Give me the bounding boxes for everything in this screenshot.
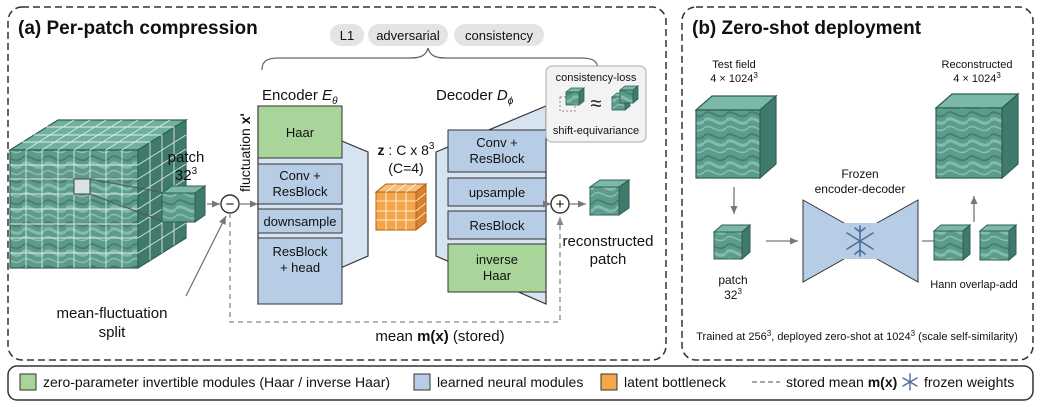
loss-pill-l1 xyxy=(330,24,364,46)
encoder-resblock-head-block xyxy=(257,237,343,305)
deploy-patch-label: patch xyxy=(718,273,747,287)
deploy-patch-cube xyxy=(712,223,752,261)
hann-patch-cube-1 xyxy=(932,223,972,262)
decoder-upsample-text: upsample xyxy=(469,185,525,200)
panel-a-frame xyxy=(7,6,667,361)
frozen-label-2: encoder-decoder xyxy=(815,182,906,196)
patch-size-text: 323 xyxy=(175,166,198,184)
loss-adversarial: adversarial xyxy=(376,28,440,43)
decoder-inverse-haar-text-1: inverse xyxy=(476,252,518,267)
reconstructed-label: Reconstructed xyxy=(942,59,1013,71)
reconstructed-patch-cube xyxy=(588,179,631,216)
snowflake-icon xyxy=(846,225,874,257)
loss-brace xyxy=(261,47,599,71)
legend-orange-text: latent bottleneck xyxy=(624,374,727,390)
encoder-label: Encoder Eθ xyxy=(262,87,338,107)
recon-label-line1: reconstructed xyxy=(563,233,654,250)
legend-dashed-text: stored mean m(x) xyxy=(786,374,897,390)
decoder-label: Decoder Dϕ xyxy=(436,87,514,107)
patch-label: patch xyxy=(168,149,205,166)
loss-pills: L1 adversarial consistency xyxy=(330,24,544,46)
frozen-encoder-shape xyxy=(802,199,845,283)
panel-a-title: (a) Per-patch compression xyxy=(18,18,258,39)
consistency-loss-box: consistency-loss ≈ shift-equivariance xyxy=(545,65,647,143)
decoder-upsample-block xyxy=(447,177,547,207)
test-field-cube xyxy=(694,94,778,180)
decoder-resblock-block xyxy=(447,210,547,240)
panel-b-frame xyxy=(681,6,1034,361)
decoder-conv-text-1: Conv + xyxy=(476,135,518,150)
test-field-label: Test field xyxy=(712,59,755,71)
test-field-size: 4 × 10243 xyxy=(710,71,758,85)
loss-pill-adversarial xyxy=(368,24,448,46)
hann-patch-cube-2 xyxy=(978,223,1018,262)
encoder-resblock-text-2: + head xyxy=(280,260,320,275)
decoder-conv-block xyxy=(447,129,547,173)
loss-l1: L1 xyxy=(340,28,354,43)
full-field-grid-cube xyxy=(7,118,189,270)
encoder-haar-text: Haar xyxy=(286,125,315,140)
consistency-title: consistency-loss xyxy=(556,72,637,84)
reconstructed-size: 4 × 10243 xyxy=(953,71,1001,85)
encoder-downsample-block xyxy=(257,208,343,234)
mean-stored-text: mean m(x) (stored) xyxy=(375,328,504,345)
plus-symbol: + xyxy=(556,196,565,213)
legend-green-text: zero-parameter invertible modules (Haar … xyxy=(43,374,390,390)
consistency-sub: shift-equivariance xyxy=(553,125,639,137)
frozen-decoder-shape xyxy=(876,199,919,283)
stored-mean-path xyxy=(229,213,564,323)
loss-pill-consistency xyxy=(454,24,544,46)
panel-b-footer: Trained at 2563, deployed zero-shot at 1… xyxy=(696,329,1018,343)
legend-green-swatch xyxy=(19,373,37,391)
approx-icon: ≈ xyxy=(591,93,602,115)
encoder-conv-block xyxy=(257,163,343,205)
legend-frame xyxy=(7,365,1034,401)
hann-label: Hann overlap-add xyxy=(930,279,1017,291)
latent-shape-text: z : C x 83 xyxy=(378,141,435,158)
latent-cube xyxy=(374,182,428,232)
decoder-inverse-haar-text-2: Haar xyxy=(483,268,512,283)
reconstructed-field-cube xyxy=(934,92,1020,180)
legend-blue-text: learned neural modules xyxy=(437,374,583,390)
minus-symbol: − xyxy=(226,196,235,213)
encoder-conv-text-1: Conv + xyxy=(279,168,321,183)
legend-snowflake-icon xyxy=(902,373,918,391)
legend-blue-swatch xyxy=(413,373,431,391)
decoder-inverse-haar-block xyxy=(447,243,547,293)
encoder-conv-text-2: ResBlock xyxy=(273,184,328,199)
loss-consistency: consistency xyxy=(465,28,533,43)
patch-cube xyxy=(160,185,207,223)
deploy-patch-size: 323 xyxy=(724,287,742,302)
encoder-haar-block xyxy=(257,105,343,159)
recon-label-line2: patch xyxy=(590,251,627,268)
split-label-line1: mean-fluctuation xyxy=(57,305,168,322)
fluctuation-label: fluctuation x' xyxy=(237,113,253,192)
split-label-line2: split xyxy=(99,324,127,341)
legend-frozen-text: frozen weights xyxy=(924,374,1014,390)
frozen-label-1: Frozen xyxy=(841,167,878,181)
encoder-downsample-text: downsample xyxy=(264,214,337,229)
small-cube-left xyxy=(559,87,586,112)
small-cube-right xyxy=(610,85,640,111)
decoder-resblock-text: ResBlock xyxy=(470,218,525,233)
encoder-resblock-text-1: ResBlock xyxy=(273,244,328,259)
panel-b-title: (b) Zero-shot deployment xyxy=(692,18,922,39)
latent-c-text: (C=4) xyxy=(388,160,423,176)
decoder-conv-text-2: ResBlock xyxy=(470,151,525,166)
legend-orange-swatch xyxy=(600,373,618,391)
